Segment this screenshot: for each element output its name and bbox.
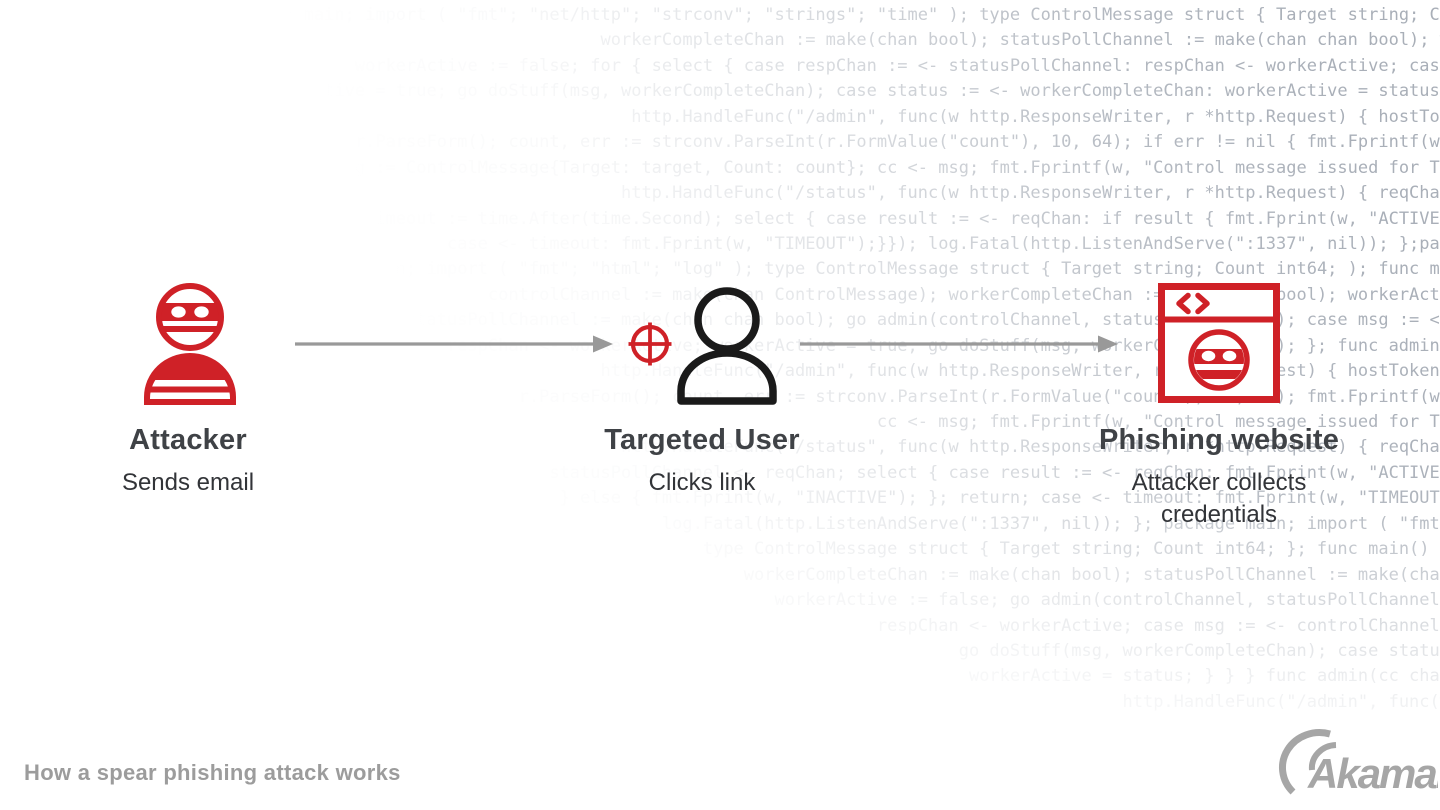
akamai-swoosh-inner: [1308, 742, 1337, 771]
code-line: type ControlMessage struct { Target stri…: [702, 539, 1440, 560]
step-targeted-user-label: Targeted User: [604, 424, 800, 456]
flow-arrow-1: [295, 335, 613, 353]
code-chevron-left-icon: [1176, 292, 1191, 315]
step-targeted-user-icon-row: [552, 281, 852, 405]
code-line: package main; import ( "fmt"; "html"; "l…: [283, 259, 1440, 280]
step-attacker: Attacker Sends email: [38, 281, 338, 499]
phishing-website-browser-icon: [1158, 283, 1280, 403]
crosshair-target-icon: [628, 322, 672, 366]
code-line: respChan <- workerActive; case msg := <-…: [876, 615, 1440, 636]
flow-arrow-2: [800, 335, 1118, 353]
targeted-user-icon: [677, 287, 777, 405]
step-phishing-label: Phishing website: [1098, 424, 1340, 456]
akamai-swoosh-outer: [1278, 729, 1331, 795]
code-line: workerActive = status; } } } func admin(…: [968, 666, 1440, 687]
step-phishing-sublabel: Attacker collects credentials: [1131, 469, 1307, 528]
akamai-logo: Akamai: [1278, 729, 1438, 797]
code-line: workerCompleteChan := make(chan bool); s…: [743, 564, 1440, 585]
code-line: case <- timeout: fmt.Fprint(w, "TIMEOUT"…: [446, 233, 1440, 254]
code-line: http.HandleFunc("/admin", func(w http.Re…: [631, 106, 1440, 127]
code-line: msg.workerActive = true; go doStuff(msg,…: [201, 81, 1440, 102]
step-targeted-user-sublabel: Clicks link: [648, 469, 756, 496]
step-attacker-icon-row: [38, 281, 338, 405]
akamai-logo-text: Akamai: [1307, 750, 1438, 797]
step-targeted-user: Targeted User Clicks link: [552, 281, 852, 499]
code-line: http.HandleFunc("/status", func(w http.R…: [620, 183, 1440, 204]
step-attacker-label: Attacker: [129, 424, 247, 456]
step-attacker-sublabel: Sends email: [121, 469, 255, 496]
code-line: msg := ControlMessage{Target: target, Co…: [334, 157, 1440, 178]
attacker-masked-figure-icon: [144, 283, 236, 405]
code-line: workerActive := false; for { select { ca…: [354, 55, 1440, 76]
diagram-caption: How a spear phishing attack works: [24, 760, 401, 785]
code-line: package main; import ( "fmt"; "net/http"…: [221, 5, 1440, 25]
step-phishing-icon-row: [1069, 281, 1369, 403]
code-line: http.HandleFunc("/admin", func(w: [1122, 691, 1440, 712]
code-line: r.ParseForm(); count, err := strconv.Par…: [354, 132, 1440, 153]
code-line: workerActive := false; go admin(controlC…: [774, 590, 1440, 611]
code-chevron-right-icon: [1195, 292, 1210, 315]
step-phishing-website: Phishing website Attacker collects crede…: [1069, 281, 1369, 531]
code-line: workerCompleteChan := make(chan bool); s…: [600, 30, 1440, 51]
code-line: go doStuff(msg, workerCompleteChan); cas…: [958, 640, 1440, 661]
code-line: timeout := time.After(time.Second); sele…: [365, 208, 1440, 229]
